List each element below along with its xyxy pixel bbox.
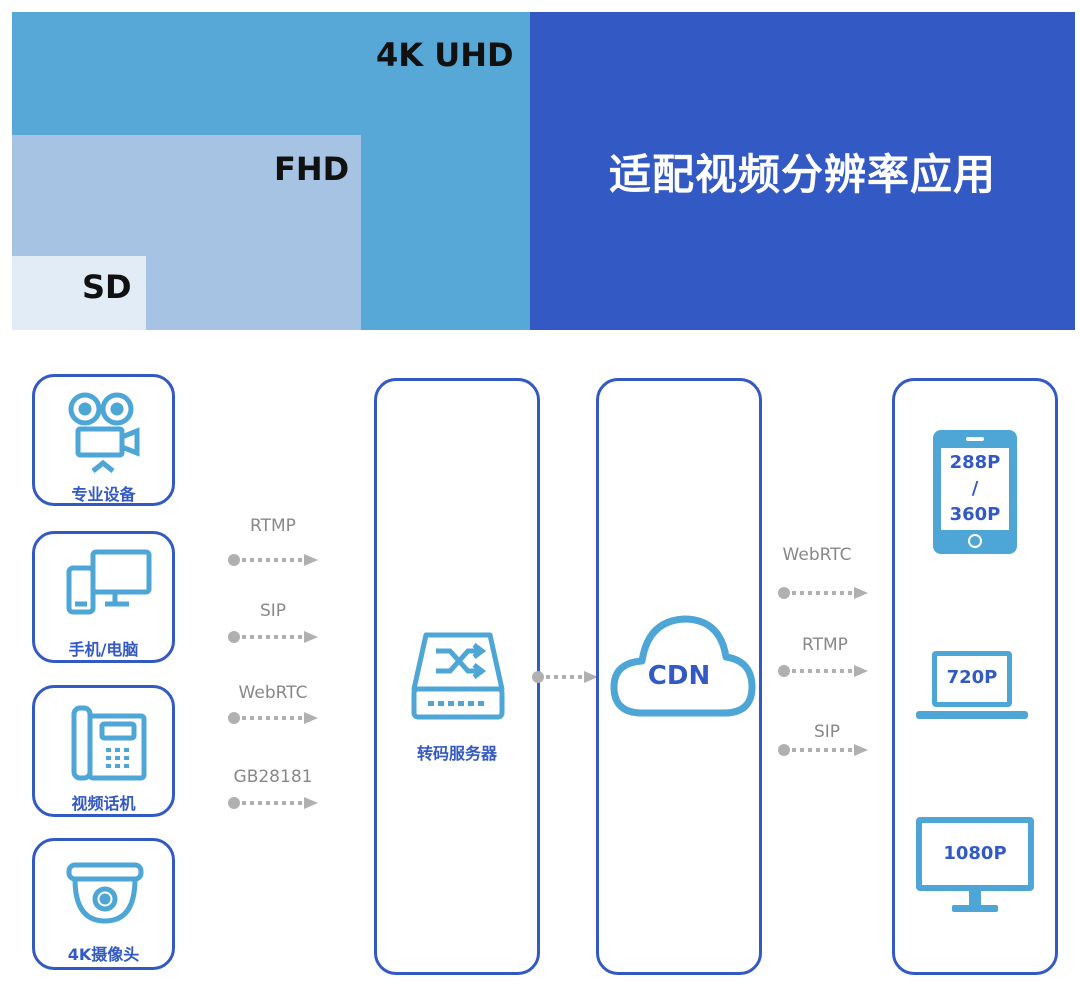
phone-computer-icon (66, 549, 152, 615)
output-resolution-label: 360P (949, 504, 1001, 525)
movie-camera-icon (68, 392, 140, 473)
dotted-arrow-icon (228, 712, 318, 724)
switch-server-icon (411, 632, 505, 720)
cdn-label: CDN (647, 661, 711, 691)
source-card-phone-pc: 手机/电脑 (32, 531, 175, 663)
source-label: 手机/电脑 (68, 640, 139, 659)
source-card-video-phone: 视频话机 (32, 685, 175, 817)
output-resolution-separator: / (971, 478, 979, 499)
dome-camera-icon (66, 862, 144, 924)
outputs-panel: 288P / 360P 720P 1080P (892, 378, 1058, 975)
smartphone-icon: 288P / 360P (933, 430, 1017, 554)
output-resolution-label: 288P (949, 452, 1001, 473)
cdn-panel: CDN (596, 378, 762, 975)
cloud-icon (610, 615, 756, 717)
uhd-label: 4K UHD (376, 36, 514, 74)
output-protocol-label: SIP (813, 722, 841, 742)
headline: 适配视频分辨率应用 (608, 149, 996, 199)
input-protocol-label: SIP (259, 601, 287, 621)
sd-block (12, 256, 146, 330)
dotted-arrow-icon (778, 665, 868, 677)
dotted-arrow-icon (778, 744, 868, 756)
headline-panel: 适配视频分辨率应用 (530, 12, 1075, 330)
source-label: 4K摄像头 (67, 945, 140, 964)
dotted-arrow-icon (228, 631, 318, 643)
dotted-arrow-icon (228, 554, 318, 566)
output-protocol-label: RTMP (802, 635, 848, 655)
output-resolution-label: 1080P (943, 843, 1007, 864)
transcoder-label: 转码服务器 (416, 744, 497, 763)
source-label: 专业设备 (71, 485, 136, 504)
sd-label: SD (82, 268, 132, 306)
input-protocol-label: RTMP (250, 516, 296, 536)
source-label: 视频话机 (71, 794, 136, 813)
dotted-arrow-icon (228, 797, 318, 809)
source-card-4k-camera: 4K摄像头 (32, 838, 175, 970)
output-protocol-label: WebRTC (782, 545, 852, 565)
output-resolution-label: 720P (946, 667, 998, 688)
source-card-pro-device: 专业设备 (32, 374, 175, 506)
fhd-label: FHD (274, 150, 350, 188)
monitor-icon: 1080P (916, 817, 1034, 917)
input-protocol-label: GB28181 (233, 767, 313, 787)
dotted-arrow-icon (778, 587, 868, 599)
transcoder-panel: 转码服务器 (374, 378, 540, 975)
dotted-arrow-icon (532, 671, 598, 683)
input-protocol-label: WebRTC (238, 683, 308, 703)
laptop-icon: 720P (916, 647, 1034, 727)
video-phone-icon (71, 705, 147, 781)
